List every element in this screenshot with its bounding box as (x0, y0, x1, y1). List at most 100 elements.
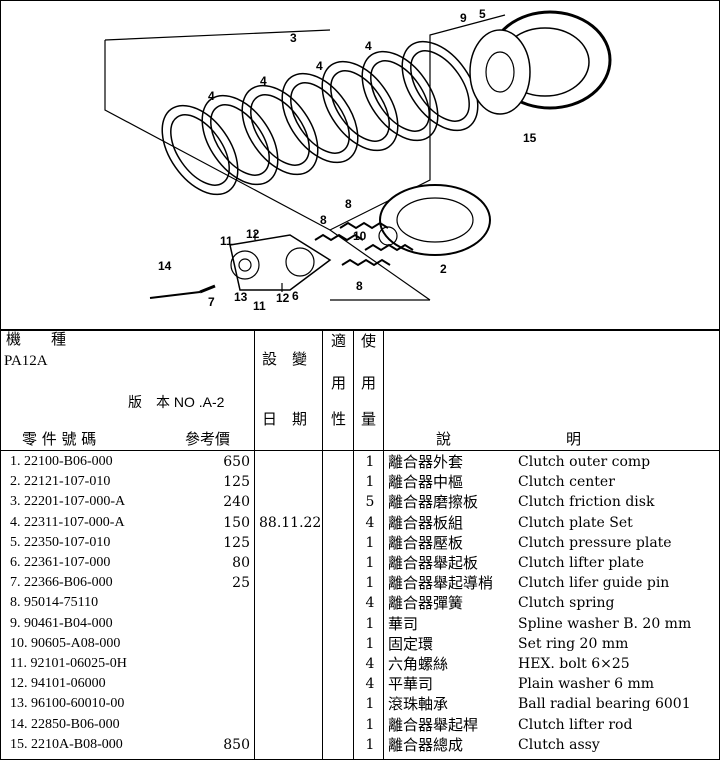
english-description: Clutch lifer guide pin (518, 575, 670, 592)
part-no-header: 零 件 號 碼 (22, 430, 97, 448)
chinese-description: 六角螺絲 (388, 655, 449, 673)
ref-price: 125 (223, 534, 250, 551)
svg-text:13: 13 (234, 290, 248, 304)
part-number: 1. 22100-B06-000 (10, 454, 113, 469)
chinese-description: 離合器舉起板 (388, 554, 479, 572)
quantity: 1 (365, 474, 375, 491)
part-number: 7. 22366-B06-000 (10, 575, 113, 591)
part-number: 13. 96100-60010-00 (10, 696, 125, 712)
quantity: 1 (365, 736, 375, 753)
chinese-description: 離合器彈簧 (388, 594, 464, 613)
chinese-description: 離合器外套 (388, 453, 464, 471)
header-bottom-rule (0, 450, 720, 451)
chinese-description: 滾珠軸承 (388, 695, 449, 714)
svg-text:12: 12 (276, 291, 290, 305)
svg-text:11: 11 (220, 234, 233, 248)
chinese-description: 離合器總成 (388, 735, 464, 754)
svg-text:7: 7 (208, 295, 215, 309)
english-description: Ball radial bearing 6001 (518, 696, 691, 713)
part-number: 6. 22361-107-000 (10, 555, 111, 570)
ref-price: 240 (223, 494, 250, 511)
svg-text:14: 14 (158, 259, 172, 273)
part-number: 14. 22850-B06-000 (10, 716, 120, 732)
ref-price: 125 (223, 474, 250, 491)
usage-header-2: 用 (361, 374, 377, 392)
description-header-2: 明 (566, 430, 582, 448)
svg-text:4: 4 (316, 59, 323, 73)
svg-text:6: 6 (292, 289, 299, 303)
part-number: 5. 22350-107-010 (10, 534, 111, 550)
english-description: Clutch lifter rod (518, 716, 633, 733)
english-description: Clutch plate Set (518, 514, 633, 531)
applicable-header-2: 用 (331, 374, 347, 392)
svg-text:4: 4 (365, 39, 372, 53)
svg-text:8: 8 (356, 279, 363, 293)
quantity: 1 (365, 696, 375, 713)
ref-price: 850 (223, 736, 250, 753)
part-number: 12. 94101-06000 (10, 676, 106, 692)
chinese-description: 離合器板組 (388, 513, 464, 532)
model-label: PA12A (4, 353, 48, 369)
col-divider-qty (383, 330, 384, 760)
applicable-header-1: 適 (331, 332, 347, 350)
svg-text:4: 4 (208, 89, 215, 103)
version-label: 版 本 NO .A-2 (128, 394, 225, 410)
part-number: 3. 22201-107-000-A (10, 494, 126, 510)
svg-text:15: 15 (523, 131, 537, 145)
part-number: 2. 22121-107-010 (10, 474, 111, 490)
quantity: 4 (365, 595, 375, 612)
col-divider-applicable (353, 330, 354, 760)
chinese-description: 離合器中樞 (388, 473, 464, 492)
change-date: 88.11.22 (259, 514, 322, 531)
table-row: 6. 22361-107-000 80 1 離合器舉起板 Clutch lifter p… (0, 553, 720, 573)
quantity: 1 (365, 555, 375, 571)
english-description: Spline washer B. 20 mm (518, 615, 692, 632)
svg-text:12: 12 (246, 227, 260, 241)
part-number: 15. 2210A-B08-000 (10, 736, 123, 752)
table-row: 5. 22350-107-010 125 1 離合器壓板 Clutch pressure… (0, 533, 720, 553)
english-description: Clutch assy (518, 736, 600, 753)
part-number: 10. 90605-A08-000 (10, 635, 121, 651)
part-number: 4. 22311-107-000-A (10, 514, 125, 530)
exploded-parts-diagram: 9 5 3 4 4 4 4 15 8 8 10 11 12 14 2 8 7 1… (104, 7, 612, 313)
quantity: 4 (365, 656, 375, 672)
part-number: 11. 92101-06025-0H (10, 656, 127, 671)
table-row: 4. 22311-107-000-A 150 88.11.22 4 離合器板組 Clutc… (0, 513, 720, 533)
part-number: 9. 90461-B04-000 (10, 615, 113, 631)
description-header: 說 (436, 430, 452, 448)
english-description: Clutch pressure plate (518, 534, 672, 551)
change-header-1: 設 變 (262, 350, 308, 368)
svg-text:5: 5 (479, 7, 486, 21)
ref-price: 150 (223, 514, 250, 531)
change-header-2: 日 期 (262, 410, 308, 428)
chinese-description: 離合器壓板 (388, 533, 464, 552)
english-description: Clutch spring (518, 595, 615, 612)
part-number: 8. 95014-75110 (10, 595, 99, 611)
quantity: 1 (365, 615, 375, 632)
english-description: Clutch lifter plate (518, 555, 645, 571)
english-description: HEX. bolt 6×25 (518, 656, 630, 672)
applicable-header-3: 性 (331, 410, 347, 428)
table-row: 11. 92101-06025-0H 4 六角螺絲 HEX. bolt 6×25 (0, 654, 720, 674)
quantity: 4 (365, 514, 375, 531)
col-divider-date (322, 330, 323, 760)
chinese-description: 離合器舉起導梢 (388, 574, 494, 593)
svg-text:2: 2 (440, 262, 447, 276)
svg-text:11: 11 (253, 299, 266, 313)
usage-header-3: 量 (361, 410, 377, 428)
english-description: Clutch outer comp (518, 454, 651, 470)
quantity: 1 (365, 534, 375, 551)
machine-label: 機 種 (6, 330, 67, 348)
table-row: 15. 2210A-B08-000 850 1 離合器總成 Clutch assy (0, 735, 720, 755)
ref-price: 80 (232, 555, 250, 571)
chinese-description: 平華司 (388, 675, 434, 694)
col-divider-price (254, 330, 255, 760)
table-top-rule (0, 329, 720, 331)
table-row: 8. 95014-75110 4 離合器彈簧 Clutch spring (0, 593, 720, 613)
chinese-description: 離合器舉起桿 (388, 715, 479, 734)
svg-text:10: 10 (353, 229, 367, 243)
